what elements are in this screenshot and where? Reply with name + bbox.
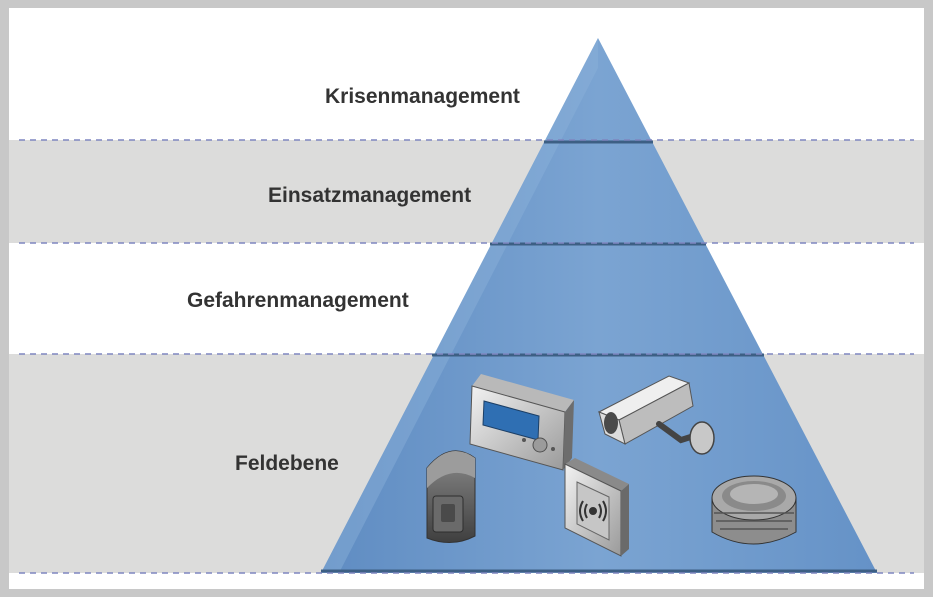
pyramid — [321, 38, 877, 573]
surveillance-camera-device — [597, 375, 715, 455]
level-label-feldebene: Feldebene — [235, 452, 339, 475]
smoke-detector-device — [711, 475, 797, 545]
pyramid-highlight — [321, 38, 598, 573]
level-label-gefahrenmanagement: Gefahrenmanagement — [187, 289, 409, 312]
alarm-button-device — [564, 458, 629, 557]
band-einsatzmanagement — [9, 140, 924, 243]
diagram-canvas: Krisenmanagement Einsatzmanagement Gefah… — [9, 8, 924, 589]
pyramid-diagram: Krisenmanagement Einsatzmanagement Gefah… — [9, 38, 924, 574]
motion-detector-device — [426, 450, 476, 543]
control-panel-device — [469, 374, 574, 471]
level-label-krisenmanagement: Krisenmanagement — [325, 85, 520, 108]
level-label-einsatzmanagement: Einsatzmanagement — [268, 184, 471, 207]
